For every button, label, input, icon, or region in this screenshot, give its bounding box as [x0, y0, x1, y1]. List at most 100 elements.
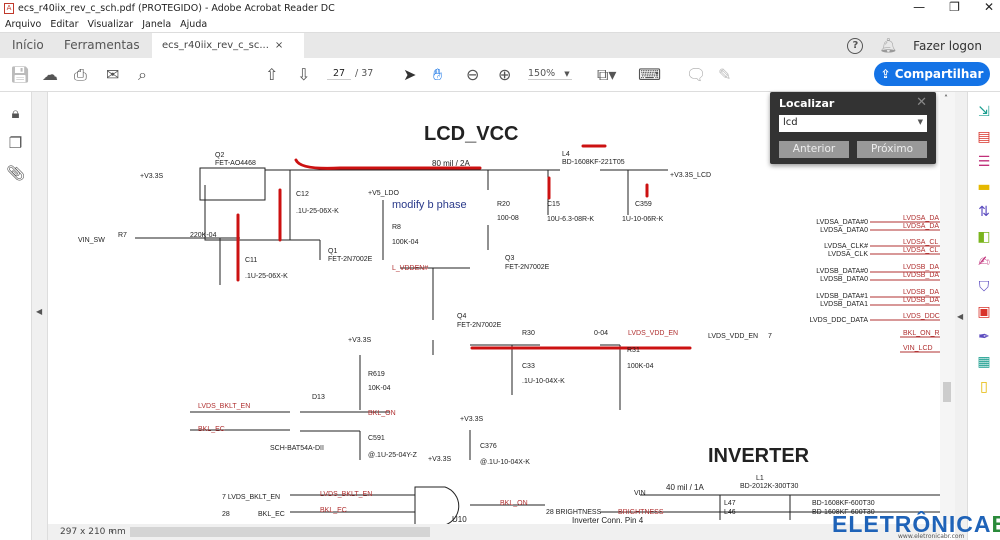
tab-tools[interactable]: Ferramentas: [64, 38, 140, 52]
combine-icon[interactable]: ⇅: [978, 204, 990, 220]
pdf-page[interactable]: LCD_VCC INVERTER Q2 FET-AO4468 +V3.3S C1…: [48, 92, 940, 524]
label: 100-08: [497, 215, 519, 222]
menu-editar[interactable]: Editar: [50, 18, 79, 30]
menu-janela[interactable]: Janela: [142, 18, 172, 30]
label: VIN_SW: [78, 237, 105, 244]
select-cursor-icon[interactable]: ➤: [403, 65, 417, 84]
label: R7: [118, 232, 127, 239]
bell-icon[interactable]: 🔔︎: [879, 37, 898, 54]
page-number-input[interactable]: 27: [327, 68, 351, 80]
label: C15: [547, 201, 560, 208]
pdf-file-icon[interactable]: ▣: [977, 304, 991, 320]
label: .1U-10-04X-K: [522, 378, 565, 385]
tab-document[interactable]: ecs_r40iix_rev_c_sc...×: [152, 33, 304, 58]
label: VIN: [634, 490, 646, 497]
lvds-label: LVDS_DDC_DATA: [810, 317, 869, 324]
net-label: LVDSA_CL: [903, 239, 938, 246]
label: SCH-BAT54A-DII: [270, 445, 324, 452]
net-label: VIN_LCD: [903, 345, 933, 352]
highlight-pen-icon[interactable]: ✎: [718, 65, 732, 84]
find-previous-button[interactable]: Anterior: [779, 141, 849, 158]
right-panel-toggle[interactable]: ◀: [955, 92, 967, 540]
search-icon[interactable]: ⌕: [138, 65, 147, 84]
help-icon[interactable]: ?: [847, 37, 864, 54]
lvds-label: LVDSB_DATA1: [820, 301, 868, 308]
chevron-left-icon[interactable]: ◀: [36, 307, 43, 316]
horizontal-scrollbar-thumb[interactable]: [130, 527, 430, 537]
login-link[interactable]: Fazer logon: [913, 38, 982, 53]
next-page-icon[interactable]: ⇩: [297, 65, 311, 84]
protect-shield-icon[interactable]: ⛉: [978, 279, 990, 295]
email-icon[interactable]: ✉: [106, 65, 120, 84]
find-input[interactable]: lcd▼: [779, 115, 927, 132]
previous-page-icon[interactable]: ⇧: [265, 65, 279, 84]
comment-icon[interactable]: 🗨︎: [686, 65, 707, 84]
scroll-left-icon[interactable]: ‹: [110, 527, 114, 537]
section-title-inverter: INVERTER: [708, 445, 810, 467]
share-label: Compartilhar: [894, 67, 984, 81]
organize-icon[interactable]: ☰: [977, 154, 991, 170]
tab-close-icon[interactable]: ×: [274, 40, 284, 51]
create-pdf-icon[interactable]: ▤: [977, 129, 991, 145]
export-pdf-icon[interactable]: ⇲: [978, 104, 990, 120]
chevron-left-icon[interactable]: ◀: [957, 312, 964, 321]
fill-sign-icon[interactable]: ✍: [978, 254, 990, 270]
file-icon[interactable]: ▯: [980, 379, 988, 395]
label: C376: [480, 443, 497, 450]
net-label: BRIGHTNESS: [618, 509, 664, 516]
find-next-button[interactable]: Próximo: [857, 141, 927, 158]
label: Q4: [457, 313, 466, 320]
scan-icon[interactable]: ▦: [977, 354, 991, 370]
label: +V3.3S: [460, 416, 483, 423]
scroll-up-icon[interactable]: ˄: [944, 94, 948, 103]
tab-bar: Início Ferramentas ecs_r40iix_rev_c_sc..…: [0, 33, 1000, 58]
pages-icon[interactable]: ❐: [8, 134, 23, 152]
fit-page-icon[interactable]: ⧉▾: [597, 65, 617, 84]
share-button[interactable]: ⇪ Compartilhar: [874, 62, 990, 86]
tab-home[interactable]: Início: [12, 38, 44, 52]
net-label: LVDSA_DA: [903, 215, 939, 222]
upload-cloud-icon[interactable]: ☁: [42, 65, 58, 84]
zoom-out-icon[interactable]: ⊖: [466, 65, 480, 84]
net-label: LVDSA_CL: [903, 247, 938, 254]
page-size: 297 x 210 mm: [60, 527, 126, 537]
net-label: LVDSA_DA: [903, 223, 939, 230]
label: C12: [296, 191, 309, 198]
restore-button[interactable]: ❐: [949, 0, 960, 14]
zoom-select[interactable]: 150% ▼: [528, 68, 572, 80]
find-close-icon[interactable]: ✕: [916, 95, 927, 110]
zoom-in-icon[interactable]: ⊕: [498, 65, 512, 84]
lvds-label: LVDSA_DATA#0: [816, 219, 868, 226]
label: C591: [368, 435, 385, 442]
lvds-label: LVDSA_DATA0: [820, 227, 868, 234]
label: C11: [245, 257, 257, 264]
find-title: Localizar: [779, 97, 835, 110]
scrollbar-thumb[interactable]: [943, 382, 951, 402]
edit-pen-icon[interactable]: ✒: [978, 329, 990, 345]
dropdown-arrow-icon[interactable]: ▼: [917, 118, 923, 126]
comment-tool-icon[interactable]: ▬: [977, 179, 991, 195]
label: R30: [522, 330, 535, 337]
print-icon[interactable]: ⎙: [74, 65, 87, 84]
hand-tool-icon[interactable]: ✋︎: [433, 65, 443, 84]
label: L1: [756, 475, 764, 482]
label: D13: [312, 394, 325, 401]
vertical-scrollbar[interactable]: ˄: [940, 92, 955, 524]
minimize-button[interactable]: —: [913, 0, 926, 14]
label: BD-1608KF-221T05: [562, 159, 625, 166]
attachment-icon[interactable]: 📎︎: [5, 164, 26, 182]
close-button[interactable]: ✕: [983, 0, 994, 14]
label: 100K-04: [627, 363, 654, 370]
save-icon[interactable]: 💾︎: [10, 65, 31, 84]
left-panel-toggle[interactable]: ◀: [32, 92, 48, 540]
net-label: LVDSB_DA: [903, 297, 939, 304]
menu-ajuda[interactable]: Ajuda: [180, 18, 208, 30]
label: 1U-10-06R-K: [622, 216, 664, 223]
menu-arquivo[interactable]: Arquivo: [5, 18, 42, 30]
compress-icon[interactable]: ◧: [977, 229, 991, 245]
menu-visualizar[interactable]: Visualizar: [87, 18, 134, 30]
scroll-mode-icon[interactable]: ⌨: [638, 65, 662, 84]
page-count: / 37: [355, 68, 374, 79]
label: Q3: [505, 255, 514, 262]
lock-icon[interactable]: 🔒︎: [11, 104, 20, 122]
